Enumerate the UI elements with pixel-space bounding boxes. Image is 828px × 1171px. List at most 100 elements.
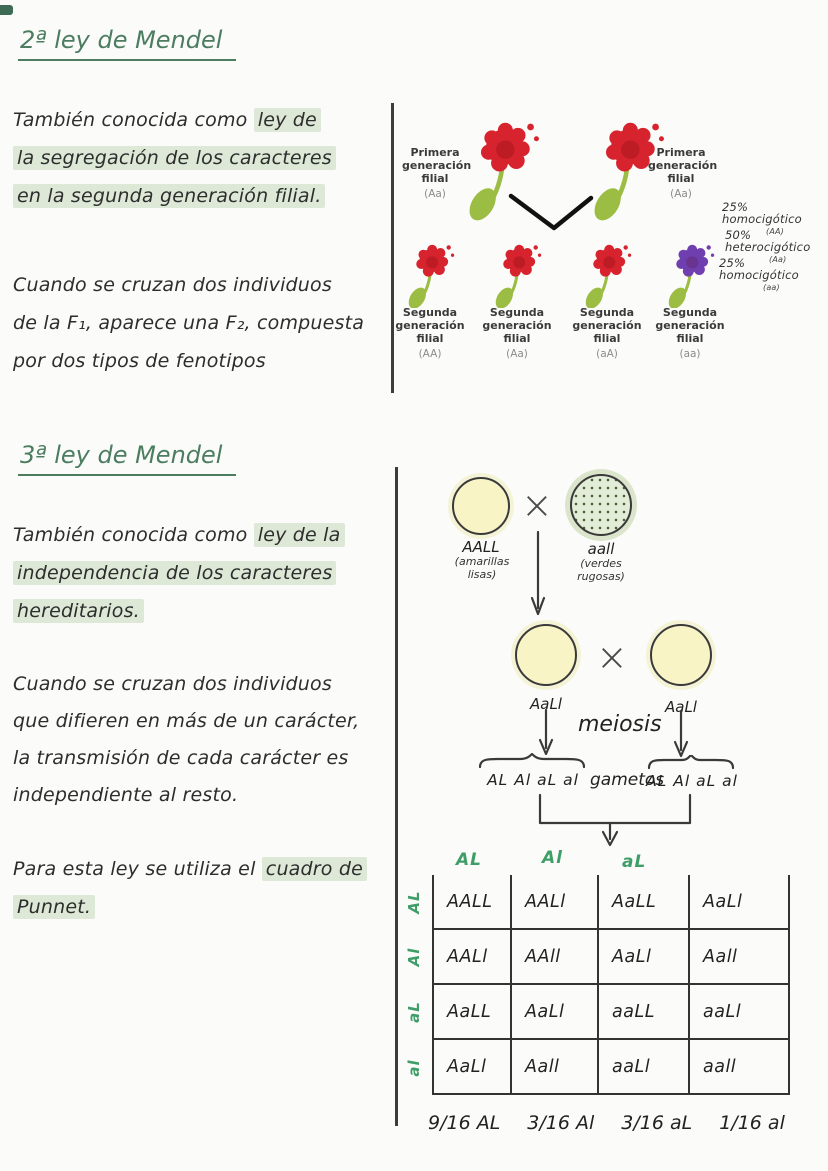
seed-parent-yellow (452, 477, 510, 535)
flower-f2-3-red (580, 243, 633, 308)
punnett-cell-r3c2: AaLl (512, 985, 599, 1040)
arrow-cross-down (530, 530, 546, 616)
law3-paragraph-2: Cuando se cruzan dos individuos que difi… (13, 666, 393, 814)
ratio-al: 1/16 al (719, 1112, 785, 1134)
cross-v-lines (508, 193, 594, 231)
law3-paragraph-3: Para esta ley se utiliza el cuadro de Pu… (13, 850, 393, 926)
punnett-cell-r2c2: AAll (512, 930, 599, 985)
annotation-homozygous-AA: 25% homocigótico (AA) (722, 201, 828, 238)
annotation-1-text: 25% homocigótico (722, 200, 802, 226)
ratio-aL: 3/16 aL (621, 1112, 693, 1134)
law3-p2-line2: que difieren en más de un carácter, (13, 710, 360, 732)
law2-p1-line2: la segregación de los caracteres (13, 139, 388, 177)
child1-line1: Segunda (402, 306, 458, 319)
parent-right-line2: generación (648, 159, 718, 172)
punnett-col-header-aL: aL (622, 852, 647, 872)
law3-title: 3ª ley de Mendel (18, 441, 237, 476)
annotation-3-text: 25% homocigótico (719, 256, 799, 282)
punnett-row-header-Al: Al (405, 947, 423, 967)
section-law2-title: 2ª ley de Mendel (18, 26, 237, 61)
ratio-AL: 9/16 AL (428, 1112, 501, 1134)
parent-left-genotype: (Aa) (424, 188, 446, 200)
arrow-meiosis-left (538, 708, 554, 756)
punnett-cell-r1c4: AaLl (690, 875, 790, 930)
law3-p1-l1-highlight: ley de la (253, 523, 345, 547)
punnett-cell-r3c3: aaLL (599, 985, 690, 1040)
law3-p1-line1: También conocida como ley de la (13, 516, 388, 554)
law3-p1-line3: hereditarios. (13, 592, 388, 630)
punnett-col-header-Al: Al (542, 848, 563, 868)
seed-f1-right (650, 624, 712, 686)
parent-label-left: Primera generación filial (Aa) (402, 146, 472, 201)
law2-p1-l1-highlight: ley de (253, 108, 321, 132)
law2-title: 2ª ley de Mendel (18, 26, 237, 61)
flower-f2-4-purple (663, 243, 716, 308)
genotype-AALL: AALL (462, 538, 500, 556)
section-law3-title: 3ª ley de Mendel (18, 441, 237, 476)
pheno-left-line1: (amarillas (454, 555, 510, 568)
child2-line1: Segunda (489, 306, 545, 319)
punnett-row-header-aL: aL (405, 1001, 423, 1023)
brace-gametes-left (478, 753, 586, 769)
law2-paragraph-2: Cuando se cruzan dos individuos de la F₁… (13, 266, 388, 380)
cross-x-1: × (521, 483, 553, 527)
law2-paragraph-1: También conocida como ley de la segregac… (13, 101, 388, 215)
law2-p1-l1-plain: También conocida como (13, 109, 254, 131)
child3-line2: generación (572, 319, 642, 332)
ratio-Al: 3/16 Al (527, 1112, 595, 1134)
gametes-word: gametos (590, 770, 665, 790)
child3-genotype: (aA) (596, 348, 618, 360)
child2-genotype: (Aa) (506, 348, 528, 360)
punnett-cell-r3c1: AaLL (434, 985, 512, 1040)
pheno-right-line2: rugosas) (577, 569, 625, 583)
law2-p1-l2-highlight: la segregación de los caracteres (13, 146, 336, 170)
annotation-2-text: 50% heterocigótico (725, 228, 811, 254)
law2-p1-line3: en la segunda generación filial. (13, 177, 388, 215)
child4-line2: generación (655, 319, 725, 332)
child4-line3: filial (676, 332, 704, 345)
phenotype-ratios: 9/16 AL 3/16 Al 3/16 aL 1/16 al (428, 1112, 785, 1134)
genotype-AaLl-left: AaLl (530, 695, 562, 713)
child2-line3: filial (503, 332, 531, 345)
parent-left-line2: generación (402, 159, 472, 172)
annotation-heterozygous-Aa: 50% heterocigótico (Aa) (725, 229, 828, 266)
law3-p2-line3: la transmisión de cada carácter es (13, 747, 349, 769)
law3-p3-line1: Para esta ley se utiliza el cuadro de (13, 850, 393, 888)
corner-mark (0, 5, 13, 15)
law3-paragraph-1: También conocida como ley de la independ… (13, 516, 388, 630)
law3-p1-l3-highlight: hereditarios. (13, 599, 144, 623)
punnett-cell-r2c3: AaLl (599, 930, 690, 985)
cross-x-2: × (596, 635, 628, 679)
annotation-2-sub: (Aa) (769, 255, 787, 264)
child1-genotype: (AA) (418, 348, 442, 360)
child4-genotype: (aa) (679, 348, 701, 360)
divider-law3 (395, 467, 398, 1126)
law3-p1-line2: independencia de los caracteres (13, 554, 388, 592)
law3-p1-l2-highlight: independencia de los caracteres (13, 561, 337, 585)
gametes-right: AL Al aL al (646, 772, 738, 790)
child4-line1: Segunda (662, 306, 718, 319)
gametes-left: AL Al aL al (487, 771, 579, 789)
divider-law2 (391, 103, 394, 393)
parent-right-line3: filial (667, 172, 695, 185)
law2-p2-line2: de la F₁, aparece una F₂, compuesta (13, 312, 365, 334)
seed-f1-left (515, 624, 577, 686)
meiosis-label: meiosis (578, 712, 662, 737)
punnett-row-header-AL: AL (405, 890, 423, 914)
phenotype-left: (amarillas lisas) (432, 555, 532, 581)
law2-p2-line1: Cuando se cruzan dos individuos (13, 274, 332, 296)
child3-line3: filial (593, 332, 621, 345)
punnett-cell-r4c3: aaLl (599, 1040, 690, 1095)
law3-p2-line4: independiente al resto. (13, 784, 239, 806)
flower-f2-2-red (490, 243, 543, 308)
arrow-meiosis-right (673, 710, 689, 758)
phenotype-right: (verdes rugosas) (556, 557, 646, 583)
law2-p1-l3-highlight: en la segunda generación filial. (13, 184, 326, 208)
child2-line2: generación (482, 319, 552, 332)
pheno-right-line1: (verdes (580, 557, 622, 570)
connector-to-punnett (538, 793, 692, 847)
child-label-3: Segunda generación filial (aA) (567, 306, 647, 361)
child-label-1: Segunda generación filial (AA) (390, 306, 470, 361)
child1-line2: generación (395, 319, 465, 332)
punnett-cell-r4c2: Aall (512, 1040, 599, 1095)
